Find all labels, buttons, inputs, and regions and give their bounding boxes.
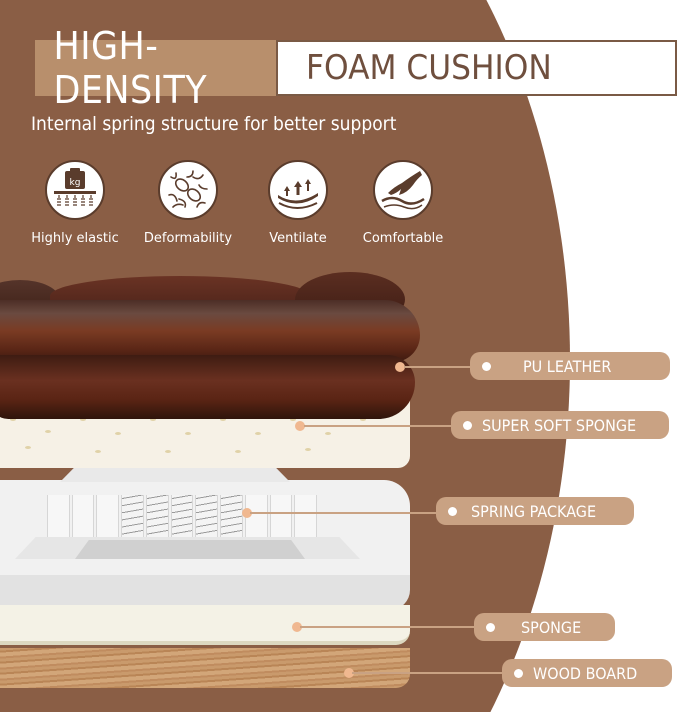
title-highlight-block: HIGH-DENSITY bbox=[35, 24, 276, 112]
feature-label: Highly elastic bbox=[31, 231, 119, 246]
sponge-layer bbox=[0, 605, 410, 645]
leather-lower-roll bbox=[0, 355, 415, 419]
subtitle: Internal spring structure for better sup… bbox=[31, 113, 397, 135]
sponge-connector bbox=[300, 626, 480, 628]
leather-upper-roll bbox=[0, 300, 420, 362]
title-highlight: HIGH-DENSITY bbox=[53, 24, 208, 112]
super-soft-sponge-connector bbox=[304, 425, 454, 427]
feature-label: Ventilate bbox=[269, 231, 327, 246]
hand-press-icon bbox=[373, 160, 433, 220]
pocket-springs bbox=[47, 495, 318, 537]
feature-label: Deformability bbox=[143, 231, 233, 246]
cushion-cross-section bbox=[0, 270, 420, 690]
tag-spring-package: SPRING PACKAGE bbox=[436, 497, 634, 525]
spring-bottom-layer bbox=[0, 575, 410, 610]
spring-base-inner bbox=[75, 540, 305, 559]
title-rest-block: FOAM CUSHION bbox=[276, 40, 677, 96]
sponge-marker bbox=[292, 622, 302, 632]
airflow-arrows-icon bbox=[268, 160, 328, 220]
feature-ventilate: Ventilate bbox=[243, 160, 353, 246]
tag-wood-board: WOOD BOARD bbox=[502, 659, 672, 687]
weight-kg-spring-icon: kg bbox=[45, 160, 105, 220]
tag-super-soft-sponge: SUPER SOFT SPONGE bbox=[451, 411, 669, 439]
title-rest: FOAM CUSHION bbox=[306, 48, 552, 88]
bullet-icon bbox=[486, 622, 495, 632]
bullet-icon bbox=[514, 668, 523, 678]
tag-pu-leather: PU LEATHER bbox=[470, 352, 670, 380]
bullet-icon bbox=[463, 420, 472, 430]
spring-package-marker bbox=[242, 508, 252, 518]
wood-board-connector bbox=[352, 672, 507, 674]
feature-highly-elastic: kg Highly elastic bbox=[20, 160, 130, 246]
spring-package-connector bbox=[250, 512, 440, 514]
wood-board-layer bbox=[0, 648, 410, 688]
feature-list: kg Highly elastic bbox=[0, 160, 460, 250]
wood-board-marker bbox=[344, 668, 354, 678]
title-banner: HIGH-DENSITY FOAM CUSHION bbox=[35, 24, 677, 112]
pu-leather-connector bbox=[404, 366, 474, 368]
svg-text:kg: kg bbox=[70, 178, 81, 188]
feature-label: Comfortable bbox=[362, 231, 444, 246]
tag-sponge: SPONGE bbox=[474, 613, 615, 641]
bullet-icon bbox=[482, 361, 491, 371]
bullet-icon bbox=[448, 506, 457, 516]
super-soft-sponge-marker bbox=[295, 421, 305, 431]
foam-cells-icon bbox=[158, 160, 218, 220]
pu-leather-marker bbox=[395, 362, 405, 372]
spring-box-top bbox=[60, 468, 290, 482]
feature-deformability: Deformability bbox=[133, 160, 243, 246]
feature-comfortable: Comfortable bbox=[348, 160, 458, 246]
